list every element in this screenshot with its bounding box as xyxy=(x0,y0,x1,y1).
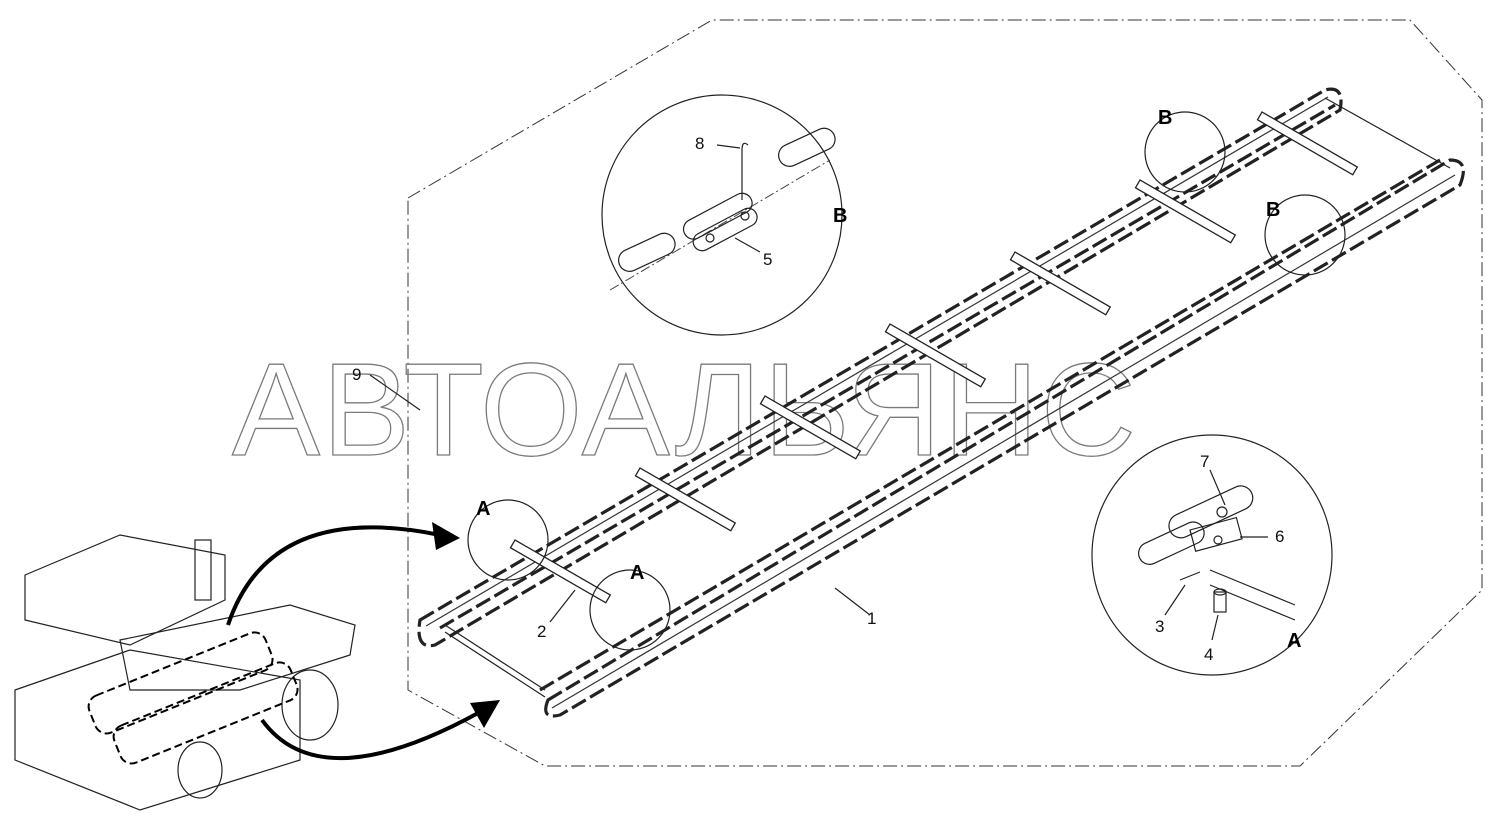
detail-circle-a-2 xyxy=(589,569,671,651)
part-label-1: 1 xyxy=(867,609,876,628)
detail-circle-a-1 xyxy=(467,499,549,581)
pointer-arrows xyxy=(226,522,500,761)
view-label-b-main-1: B xyxy=(1158,107,1172,129)
detail-view-a xyxy=(1091,434,1333,676)
view-label-a-main-2: A xyxy=(630,562,644,584)
view-label-a-detail: A xyxy=(1287,630,1301,652)
detail-boundary xyxy=(407,19,1483,767)
flight-bars xyxy=(444,97,1451,698)
part-label-6: 6 xyxy=(1275,527,1284,546)
view-label-b-detail: B xyxy=(833,205,847,227)
detail-view-b xyxy=(601,94,843,336)
part-label-2: 2 xyxy=(537,622,546,641)
chain-conveyor xyxy=(369,87,1465,718)
machine-overview xyxy=(14,534,356,811)
view-label-b-main-2: B xyxy=(1266,199,1280,221)
part-label-3: 3 xyxy=(1155,617,1164,636)
view-label-a-main-1: A xyxy=(476,498,490,520)
part-label-5: 5 xyxy=(763,250,772,269)
part-label-9: 9 xyxy=(352,365,361,384)
part-label-8: 8 xyxy=(695,134,704,153)
part-label-4: 4 xyxy=(1204,645,1213,664)
detail-circle-b-2 xyxy=(1264,194,1346,276)
watermark-text: АВТОАЛЬЯНС xyxy=(232,336,1138,483)
detail-circle-b-1 xyxy=(1144,111,1226,193)
part-label-7: 7 xyxy=(1200,452,1209,471)
